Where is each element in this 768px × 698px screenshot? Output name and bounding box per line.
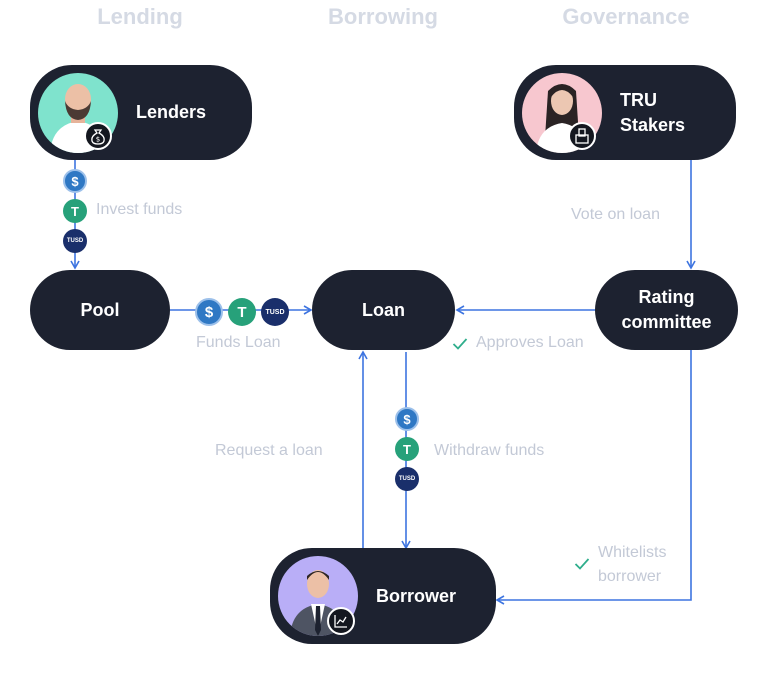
column-heading-lending: Lending [97,4,183,29]
tusd-token-icon: TUSD [261,298,289,326]
column-heading-governance: Governance [562,4,690,29]
node-pool: Pool [30,270,170,350]
edge-label-whitelists-borrower: Whitelists borrower [598,544,667,585]
tusd-token-icon: TUSD [395,467,419,491]
node-loan-label: Loan [362,299,405,320]
node-rating-committee: Rating committee [595,270,738,350]
ballot-box-icon [568,122,596,150]
column-heading-borrowing: Borrowing [328,4,438,29]
edge-label-withdraw-funds: Withdraw funds [434,442,545,459]
node-loan: Loan [312,270,455,350]
usdt-token-icon: T [228,298,256,326]
edge-label-request-a-loan: Request a loan [215,442,323,459]
tusd-token-icon: TUSD [63,229,87,253]
check-icon [574,558,590,570]
node-rating-committee-label: Rating committee [621,287,712,332]
edge-label-invest-funds: Invest funds [96,201,183,218]
chart-icon [327,607,355,635]
usdt-token-icon: T [395,437,419,461]
node-lenders-label: Lenders [136,102,207,122]
usdc-token-icon: $ [63,169,87,193]
edge-label-approves-loan: Approves Loan [476,334,584,351]
node-pool-label: Pool [80,299,120,320]
edge-rating-to-borrower [495,350,692,605]
svg-text:$: $ [96,136,100,144]
check-icon [452,338,468,350]
node-tru-stakers-label: TRU Stakers [620,89,686,135]
money-bag-icon: $ [84,122,112,150]
usdc-token-icon: $ [195,298,223,326]
edge-label-vote-on-loan: Vote on loan [571,206,660,223]
edge-label-funds-loan: Funds Loan [196,334,281,351]
node-borrower-label: Borrower [376,585,457,606]
usdc-token-icon: $ [395,407,419,431]
usdt-token-icon: T [63,199,87,223]
